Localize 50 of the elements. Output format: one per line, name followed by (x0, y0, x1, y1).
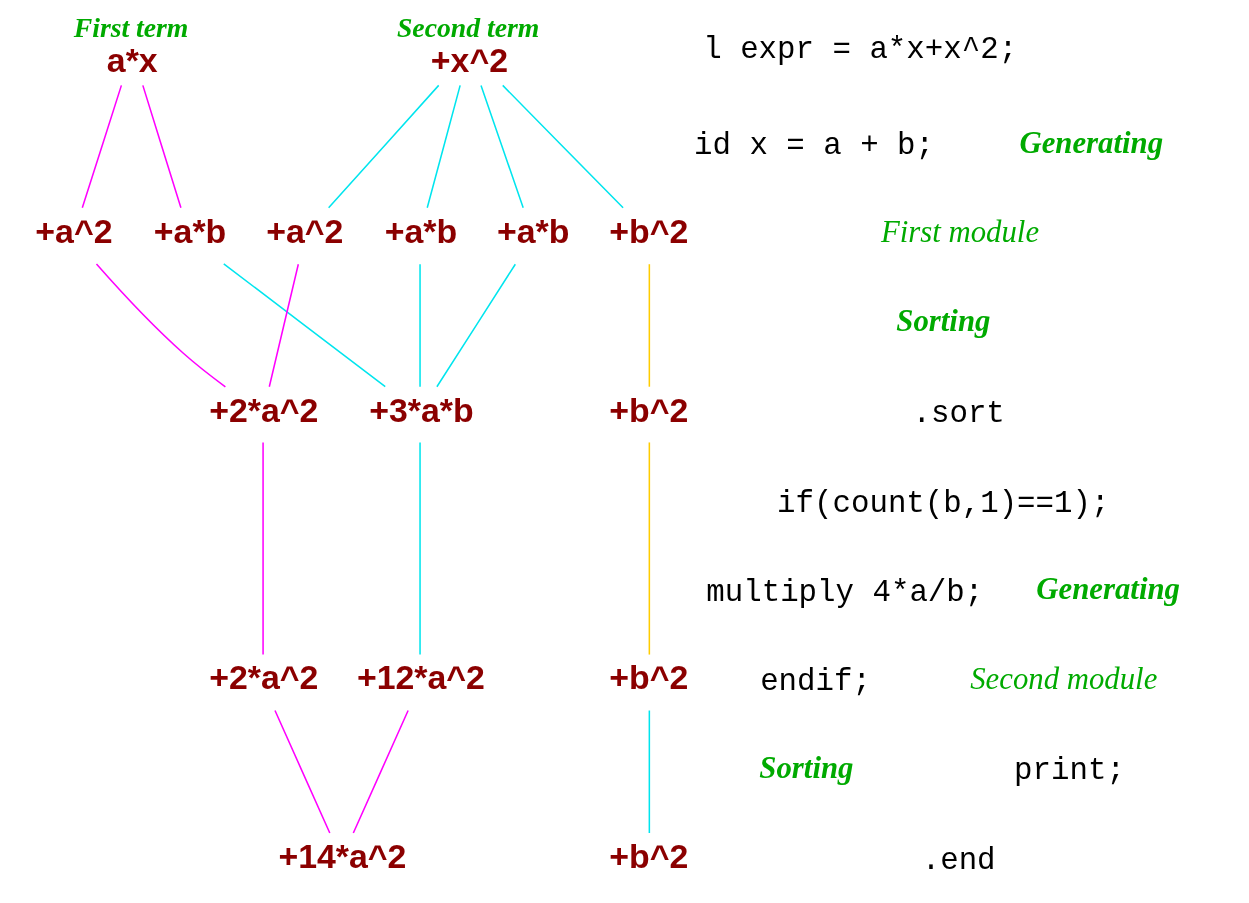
label: endif; (759, 664, 871, 700)
label: if(count(b,1)==1); (776, 485, 1109, 521)
connector (425, 84, 461, 209)
connector (95, 263, 226, 388)
node-text: +b^2 (608, 658, 688, 697)
node-text: +a*b (496, 212, 569, 251)
node-text: +14*a^2 (277, 836, 406, 875)
connector (81, 84, 122, 209)
connector (222, 263, 386, 388)
connector (273, 709, 331, 834)
connector (648, 709, 650, 834)
label: multiply 4*a/b; (705, 574, 983, 610)
label: l expr = a*x+x^2; (702, 31, 1017, 67)
connector (648, 441, 650, 656)
node-text: +3*a*b (368, 390, 474, 429)
node-label: First term (73, 11, 188, 43)
connector (268, 263, 299, 388)
label: Sorting (758, 750, 853, 785)
node-text: +a*b (153, 212, 226, 251)
label: Generating (1035, 572, 1180, 607)
label: Sorting (895, 304, 990, 339)
node-label: Second term (396, 11, 539, 43)
node-text: +2*a^2 (208, 390, 318, 429)
connector (418, 263, 421, 388)
connector (479, 84, 524, 209)
connector (141, 84, 182, 209)
node-text: +x^2 (430, 41, 508, 80)
node-text: +2*a^2 (208, 658, 318, 697)
label: print; (1013, 753, 1125, 789)
label: .sort (912, 396, 1005, 432)
node-text: +12*a^2 (356, 658, 485, 697)
connector (327, 84, 439, 209)
node-text: +a^2 (265, 212, 343, 251)
connector (435, 263, 516, 388)
connector (352, 709, 409, 834)
connector (501, 84, 624, 209)
node-text: +a*b (384, 212, 457, 251)
label: Second module (969, 661, 1157, 696)
label: id x = a + b; (693, 128, 934, 164)
node-text: +b^2 (608, 836, 688, 875)
label: Generating (1018, 125, 1163, 160)
node-text: +b^2 (608, 212, 688, 251)
node-text: +b^2 (608, 390, 688, 429)
connector (261, 441, 264, 656)
label: First module (880, 215, 1039, 250)
connector (418, 441, 421, 656)
label: .end (921, 842, 996, 878)
node-text: a*x (106, 41, 158, 80)
node-text: +a^2 (34, 212, 112, 251)
connector (648, 263, 650, 388)
